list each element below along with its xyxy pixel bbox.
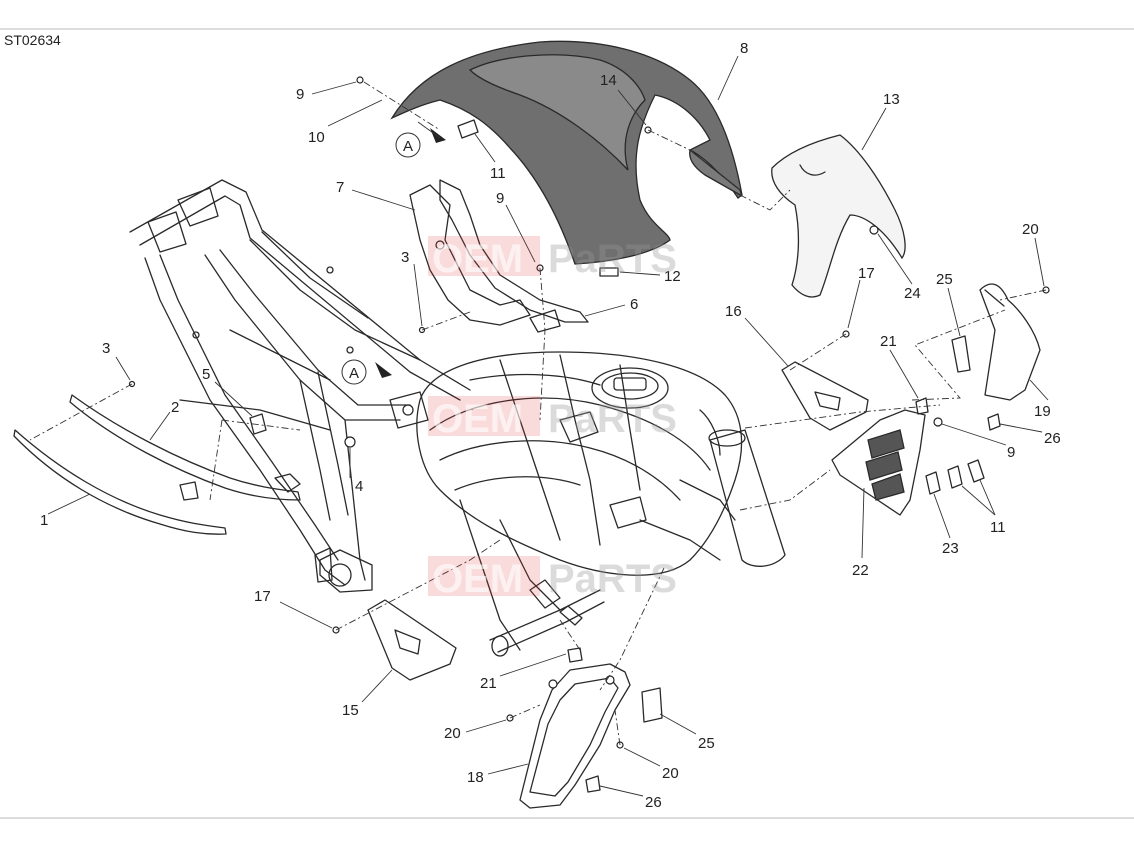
- svg-text:A: A: [349, 365, 359, 382]
- callout-17a: 17: [858, 265, 875, 282]
- part-26-sticker-a: [987, 413, 1001, 431]
- part-15-plate: [367, 599, 457, 681]
- part-12-sticker: [599, 267, 619, 277]
- assembly-lines: [29, 81, 1047, 746]
- part-8-tank-cover: [390, 40, 743, 265]
- frame-trellis: [129, 179, 471, 593]
- svg-text:OEM: OEM: [432, 557, 523, 601]
- callout-13: 13: [883, 91, 900, 108]
- callout-3a: 3: [102, 340, 110, 357]
- part-2-rail: [69, 394, 301, 501]
- callout-21a: 21: [880, 333, 897, 350]
- svg-text:OEM: OEM: [432, 397, 523, 441]
- hose-assembly: [489, 579, 605, 657]
- svg-text:OEM: OEM: [432, 237, 523, 281]
- callout-11a: 11: [490, 165, 506, 182]
- callout-19: 19: [1034, 403, 1051, 420]
- callout-9a: 9: [296, 86, 304, 103]
- callout-2: 2: [171, 399, 179, 416]
- callout-22: 22: [852, 562, 869, 579]
- part-4-nut: [344, 436, 356, 448]
- view-marker-a-mid: A: [341, 359, 392, 385]
- part-5-clip: [249, 413, 267, 435]
- callout-7: 7: [336, 179, 344, 196]
- fuel-tank: [416, 351, 786, 651]
- callout-11b: 11: [990, 519, 1006, 536]
- part-25-sticker-a: [951, 335, 971, 373]
- callout-10: 10: [308, 129, 325, 146]
- watermark-middle: OEM PaRTS: [428, 396, 677, 441]
- svg-text:PaRTS: PaRTS: [548, 557, 677, 601]
- part-18-guard: [519, 663, 631, 809]
- callout-26a: 26: [1044, 430, 1061, 447]
- callout-3b: 3: [401, 249, 409, 266]
- callout-20a: 20: [1022, 221, 1039, 238]
- callout-8: 8: [740, 40, 748, 57]
- part-7-bracket: [409, 179, 589, 333]
- part-25-sticker-b: [641, 687, 663, 723]
- part-11-sticker-a: [457, 119, 479, 139]
- callout-4: 4: [355, 478, 363, 495]
- callout-6: 6: [630, 296, 638, 313]
- callout-20b: 20: [444, 725, 461, 742]
- diagram-code: ST02634: [4, 32, 61, 48]
- callout-labels: 1 2 3 3 4 5 6 7 8 9 9 9 10 11 11 12 13 1…: [40, 40, 1061, 811]
- svg-text:A: A: [403, 138, 413, 155]
- view-marker-a-top: A: [395, 121, 446, 158]
- svg-text:PaRTS: PaRTS: [548, 237, 677, 281]
- callout-9b: 9: [496, 190, 504, 207]
- part-9-screw-c: [933, 417, 943, 427]
- callout-16: 16: [725, 303, 742, 320]
- part-1-trim: [13, 429, 227, 535]
- callout-20c: 20: [662, 765, 679, 782]
- callout-25b: 25: [698, 735, 715, 752]
- callout-18: 18: [467, 769, 484, 786]
- part-24-grommet: [869, 225, 879, 235]
- svg-text:PaRTS: PaRTS: [548, 397, 677, 441]
- part-22-side-cover: [831, 409, 926, 516]
- part-13-shroud: [771, 134, 906, 298]
- callout-24: 24: [904, 285, 921, 302]
- part-19-guard: [979, 283, 1041, 401]
- part-16-plate: [781, 361, 869, 431]
- watermark-bottom: OEM PaRTS: [428, 556, 677, 601]
- part-11-sticker-b: [947, 465, 963, 489]
- callout-15: 15: [342, 702, 359, 719]
- callout-26b: 26: [645, 794, 662, 811]
- watermark-top: OEM PaRTS: [428, 236, 677, 281]
- callout-25a: 25: [936, 271, 953, 288]
- part-21-clip-b: [567, 647, 583, 663]
- part-9-screw-a: [356, 76, 364, 84]
- callout-23: 23: [942, 540, 959, 557]
- part-23-sticker: [925, 471, 941, 495]
- callout-12: 12: [664, 268, 681, 285]
- part-11-sticker-c: [967, 459, 985, 483]
- callout-14: 14: [600, 72, 617, 89]
- part-26-sticker-b: [585, 775, 601, 793]
- callout-9c: 9: [1007, 444, 1015, 461]
- callout-1: 1: [40, 512, 48, 529]
- callout-5: 5: [202, 366, 210, 383]
- callout-21b: 21: [480, 675, 497, 692]
- callout-17b: 17: [254, 588, 271, 605]
